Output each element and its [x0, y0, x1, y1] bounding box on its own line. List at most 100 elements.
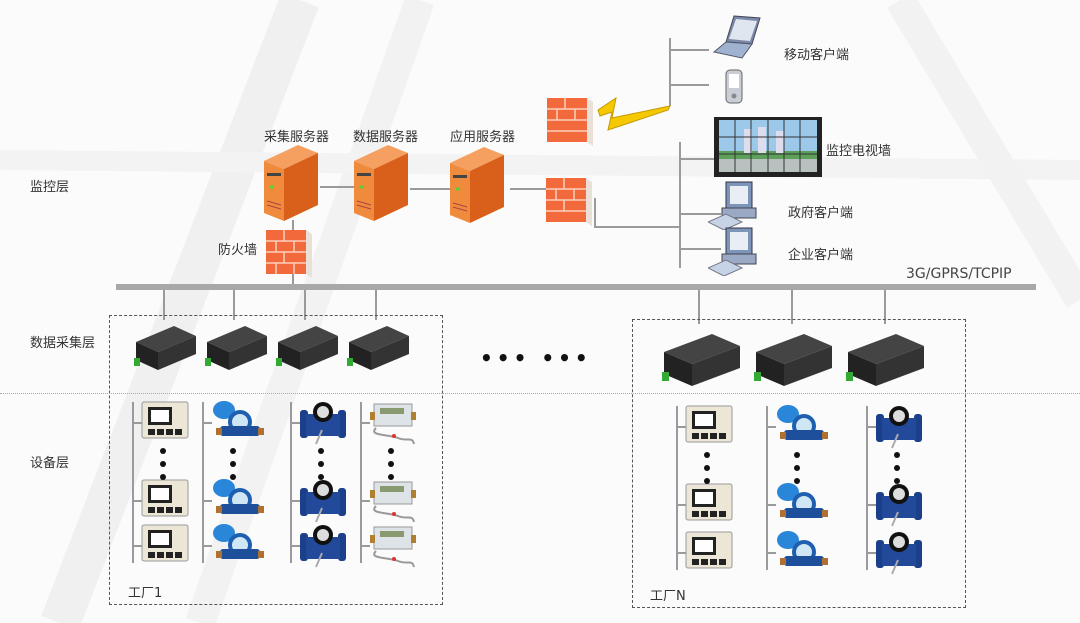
device-branch-line: [676, 552, 686, 554]
data-collector-icon: [662, 334, 740, 386]
large-water-meter-icon: [876, 406, 922, 449]
layer-label-device: 设备层: [30, 456, 70, 471]
device-column-trunk: [290, 402, 292, 563]
data-collector-icon: [347, 326, 409, 370]
large-water-meter-icon: [300, 402, 346, 445]
device-branch-line: [290, 545, 300, 547]
device-column-trunk: [202, 402, 204, 563]
link-firewall-down: [594, 198, 596, 226]
device-branch-line: [202, 500, 212, 502]
data-server-icon: [354, 145, 408, 221]
factory-1-label: 工厂1: [128, 586, 163, 601]
mobile-trunk-line: [669, 38, 671, 106]
enterprise-pc-icon: [708, 227, 757, 276]
drop-line: [304, 290, 306, 320]
factory-1-box: [109, 315, 443, 605]
mobile-client-label: 移动客户端: [784, 48, 850, 63]
device-branch-line: [866, 552, 876, 554]
device-branch-line: [866, 426, 876, 428]
link-laptop: [669, 49, 709, 51]
device-branch-line: [290, 500, 300, 502]
drop-line: [233, 290, 235, 320]
large-water-meter-icon: [300, 480, 346, 523]
pda-phone-icon: [725, 69, 743, 104]
server-label-collection: 采集服务器: [264, 130, 330, 145]
water-meter-icon: [213, 524, 264, 559]
network-label: 3G/GPRS/TCPIP: [906, 266, 1012, 282]
water-meter-icon: [777, 405, 828, 440]
link-app-firewall: [510, 188, 546, 190]
large-water-meter-icon: [876, 532, 922, 575]
device-column-trunk: [132, 402, 134, 563]
water-meter-icon: [777, 531, 828, 566]
device-branch-line: [360, 500, 370, 502]
collection-server-icon: [264, 145, 318, 221]
client-trunk-line: [679, 142, 681, 268]
electric-meter-icon: [141, 524, 189, 562]
server-label-data: 数据服务器: [353, 130, 419, 145]
heat-meter-icon: [370, 526, 416, 568]
data-collector-icon: [205, 326, 267, 370]
device-branch-line: [766, 426, 776, 428]
water-meter-icon: [213, 401, 264, 436]
data-collector-icon: [134, 326, 196, 370]
device-branch-line: [866, 504, 876, 506]
device-column-trunk: [766, 406, 768, 570]
wireless-lightning-icon: [597, 96, 671, 131]
device-column-trunk: [676, 406, 678, 570]
link-gov: [679, 213, 721, 215]
device-branch-line: [360, 422, 370, 424]
large-water-meter-icon: [300, 525, 346, 568]
heat-meter-icon: [370, 403, 416, 445]
server-label-application: 应用服务器: [450, 130, 516, 145]
device-branch-line: [360, 545, 370, 547]
heat-meter-icon: [370, 481, 416, 523]
application-server-icon: [450, 147, 504, 223]
firewall-icon: [266, 230, 312, 278]
link-data-app: [410, 188, 450, 190]
government-pc-icon: [708, 181, 757, 230]
link-tv: [679, 158, 715, 160]
link-ent: [679, 248, 721, 250]
more-devices-ellipsis: [230, 448, 236, 487]
data-collector-icon: [276, 326, 338, 370]
electric-meter-icon: [685, 405, 733, 443]
water-meter-icon: [777, 483, 828, 518]
laptop-icon: [712, 15, 761, 59]
device-branch-line: [202, 545, 212, 547]
device-branch-line: [202, 422, 212, 424]
electric-meter-icon: [141, 401, 189, 439]
device-branch-line: [766, 504, 776, 506]
drop-line: [884, 290, 886, 324]
more-factories-ellipsis: ••• •••: [480, 346, 592, 370]
device-column-trunk: [360, 402, 362, 563]
large-water-meter-icon: [876, 484, 922, 527]
tv-wall-icon: [714, 117, 822, 177]
electric-meter-icon: [685, 483, 733, 521]
device-branch-line: [766, 552, 776, 554]
device-branch-line: [132, 422, 142, 424]
device-column-trunk: [866, 406, 868, 570]
electric-meter-icon: [685, 531, 733, 569]
link-collection-data: [320, 186, 356, 188]
device-branch-line: [132, 545, 142, 547]
data-collector-icon: [846, 334, 924, 386]
layer-separator: [0, 393, 1080, 394]
enterprise-client-label: 企业客户端: [788, 248, 854, 263]
government-client-label: 政府客户端: [788, 206, 854, 221]
layer-label-monitor: 监控层: [30, 180, 70, 195]
client-firewall-icon: [546, 178, 592, 226]
factory-n-label: 工厂N: [650, 589, 686, 604]
data-collector-icon: [754, 334, 832, 386]
device-branch-line: [132, 500, 142, 502]
more-devices-ellipsis: [794, 452, 800, 491]
more-devices-ellipsis: [388, 448, 394, 487]
electric-meter-icon: [141, 479, 189, 517]
layer-label-acquisition: 数据采集层: [30, 336, 96, 351]
link-phone: [669, 84, 709, 86]
more-devices-ellipsis: [318, 448, 324, 487]
drop-line: [163, 290, 165, 320]
mobile-firewall-icon: [547, 98, 593, 146]
drop-line: [375, 290, 377, 320]
network-bus: [116, 284, 1036, 290]
